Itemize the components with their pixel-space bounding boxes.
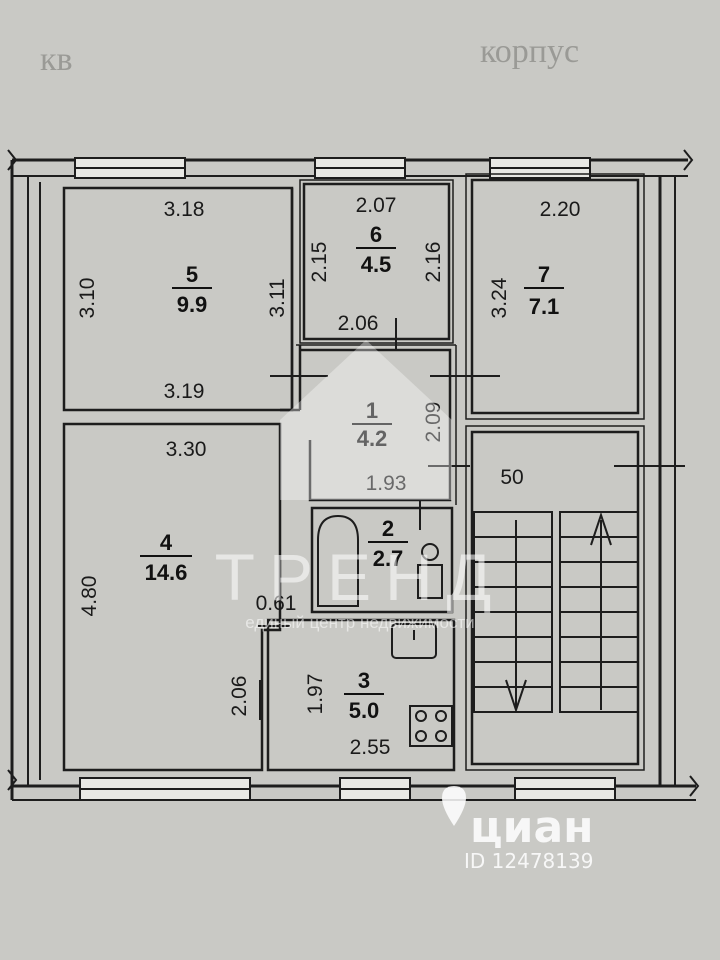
dim-r6-left: 2.15 xyxy=(308,242,331,283)
room-1-area: 4.2 xyxy=(357,426,388,451)
dim-r3-left: 1.97 xyxy=(304,674,327,715)
dim-r4-lower: 2.06 xyxy=(228,676,251,717)
dim-r5-top: 3.18 xyxy=(164,198,205,221)
dim-r1-right: 2.09 xyxy=(422,402,445,443)
dim-r7-top: 2.20 xyxy=(540,198,581,221)
room-4-area: 14.6 xyxy=(145,560,188,585)
watermark: ТРЕНД единый центр недвижимости xyxy=(215,340,506,632)
room-3-area: 5.0 xyxy=(349,698,380,723)
listing-id: ID 12478139 xyxy=(464,849,593,873)
dim-r7-left: 3.24 xyxy=(488,277,511,318)
stove-icon xyxy=(409,705,453,747)
dim-r1-bottom: 1.93 xyxy=(366,472,407,495)
room-5-area: 9.9 xyxy=(177,292,208,317)
room-labels: 5 9.9 6 4.5 7 7.1 1 4.2 2 2.7 4 14.6 3 5… xyxy=(140,222,564,723)
dim-r6-right: 2.16 xyxy=(422,242,445,283)
room-6-area: 4.5 xyxy=(361,252,392,277)
dim-r5-right: 3.11 xyxy=(266,278,289,317)
watermark-brand: ТРЕНД xyxy=(215,540,506,614)
dim-r3-bottom: 2.55 xyxy=(350,736,391,759)
dim-stair: 50 xyxy=(500,466,523,489)
room-4-number: 4 xyxy=(160,530,173,555)
dim-r5-left: 3.10 xyxy=(76,278,99,319)
dim-r4-top: 3.30 xyxy=(166,438,207,461)
listing-badge: циан ID 12478139 xyxy=(442,786,594,873)
dim-r5-bottom: 3.19 xyxy=(164,380,205,403)
watermark-tagline: единый центр недвижимости xyxy=(245,613,474,632)
dim-r4-left: 4.80 xyxy=(78,576,101,617)
room-7-number: 7 xyxy=(538,262,550,287)
room-5-number: 5 xyxy=(186,262,198,287)
room-3-number: 3 xyxy=(358,668,370,693)
kitchen-sink xyxy=(391,623,437,659)
house-watermark-icon xyxy=(280,340,452,500)
header-fragment-left: кв xyxy=(40,41,73,78)
dim-r6-bottom: 2.06 xyxy=(338,312,379,335)
interior-walls xyxy=(62,173,645,772)
dimension-labels: 3.18 3.10 3.11 3.19 2.07 2.15 2.16 2.06 … xyxy=(76,194,580,759)
staircase xyxy=(473,511,639,714)
dim-r6-top: 2.07 xyxy=(356,194,397,217)
door-marks xyxy=(258,318,685,720)
room-7-area: 7.1 xyxy=(529,294,560,319)
room-1-number: 1 xyxy=(366,398,378,423)
header-fragment-right: корпус xyxy=(480,33,579,70)
cian-brand: циан xyxy=(470,802,594,853)
room-2-number: 2 xyxy=(382,516,394,541)
dim-r4-small: 0.61 xyxy=(256,592,297,615)
room-6-number: 6 xyxy=(370,222,382,247)
bathtub xyxy=(317,514,443,607)
windows xyxy=(74,157,616,801)
cian-logo-icon xyxy=(442,786,466,826)
room-2-area: 2.7 xyxy=(373,546,404,571)
